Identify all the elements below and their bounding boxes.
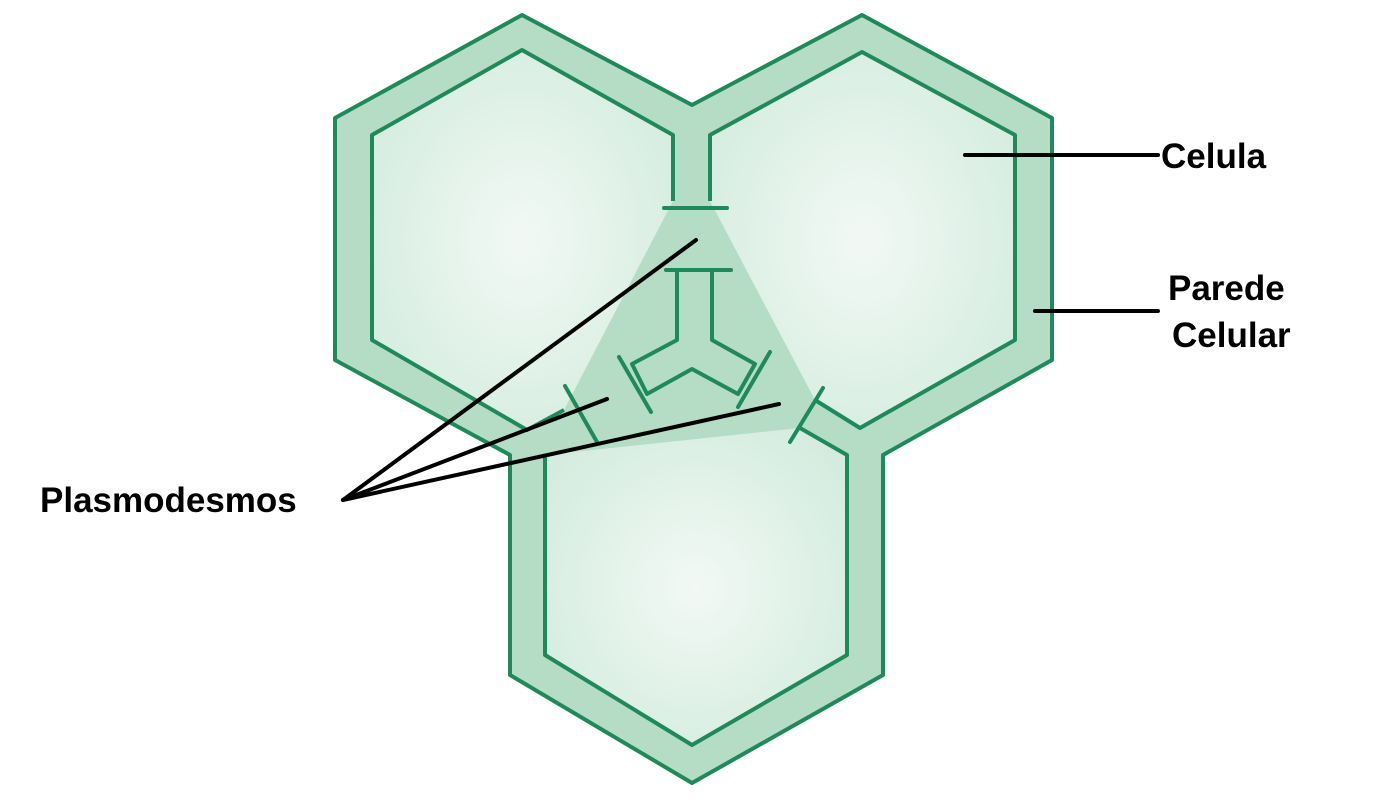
cell-wall-label-line2: Celular	[1172, 316, 1291, 355]
leader-lines	[341, 153, 1160, 502]
cell-top-right	[708, 50, 1017, 430]
plasmodesma-leader-line	[341, 238, 698, 502]
cell-wall-label-line1: Parede	[1168, 269, 1285, 308]
plasmodesmata-label: Plasmodesmos	[40, 481, 297, 520]
inner-wall-junction	[630, 268, 757, 396]
plasmodesma-leader-line	[341, 397, 609, 502]
cell-label: Celula	[1161, 137, 1267, 176]
plasmodesma-cap	[563, 384, 599, 444]
plasmodesma-cap	[736, 350, 772, 409]
plasmodesma-cap	[617, 355, 653, 414]
plasmodesma-cap	[788, 386, 825, 444]
plasmodesmata-caps	[563, 206, 825, 444]
cell-bottom	[543, 426, 849, 747]
plasmodesma-leader-line	[341, 402, 781, 502]
